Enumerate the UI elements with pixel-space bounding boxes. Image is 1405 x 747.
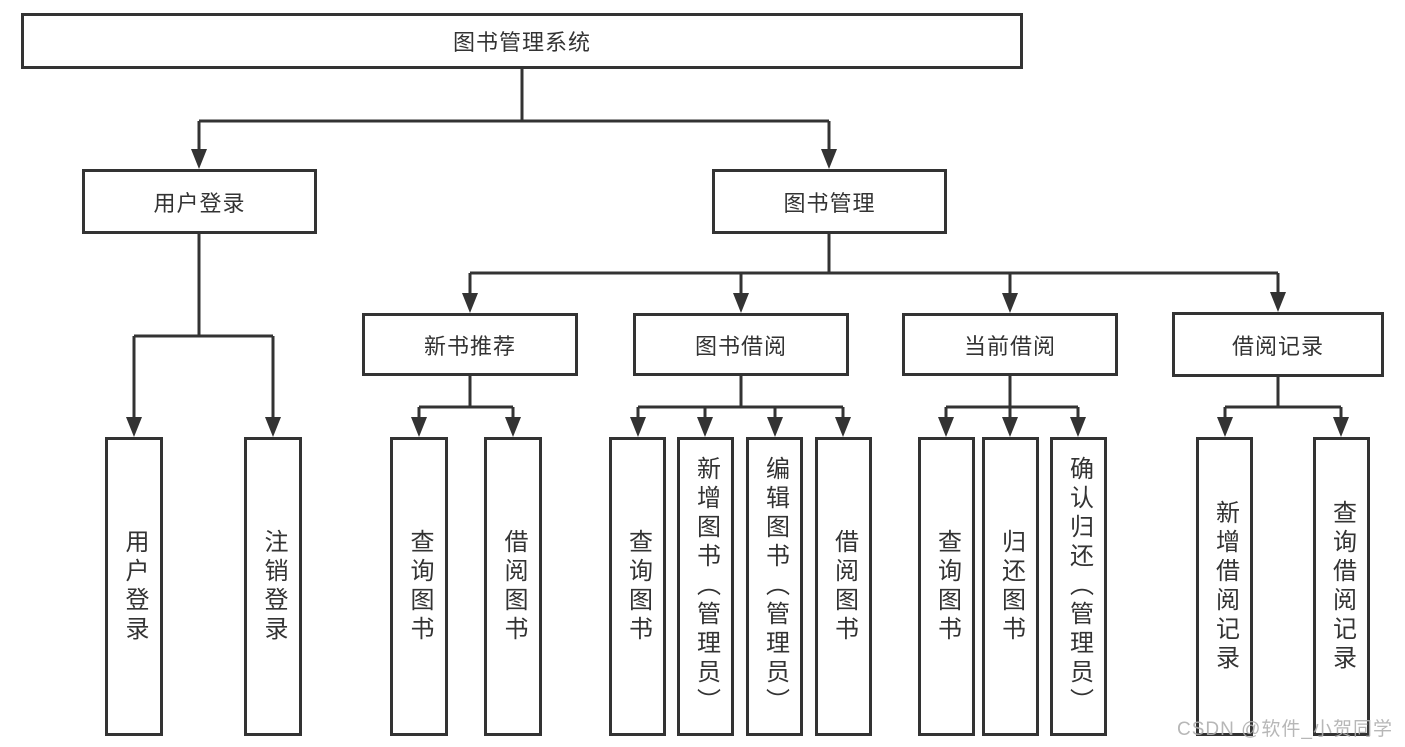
leaf-label: 编辑图书（管理员） xyxy=(761,456,789,717)
leaf-confirm-return-admin: 确认归还（管理员） xyxy=(1050,437,1107,736)
node-book-borrowing: 图书借阅 xyxy=(633,313,849,376)
leaf-user-login: 用户登录 xyxy=(105,437,163,736)
node-new-book-recommend: 新书推荐 xyxy=(362,313,578,376)
node-user-login: 用户登录 xyxy=(82,169,317,234)
leaf-query-books-current: 查询图书 xyxy=(918,437,975,736)
node-label: 用户登录 xyxy=(153,190,246,216)
leaf-add-books-admin: 新增图书（管理员） xyxy=(677,437,734,736)
leaf-label: 注销登录 xyxy=(260,528,287,645)
node-label: 新书推荐 xyxy=(423,333,516,359)
leaf-label: 归还图书 xyxy=(997,528,1025,645)
node-book-management: 图书管理 xyxy=(712,169,947,234)
leaf-label: 查询借阅记录 xyxy=(1328,499,1356,674)
leaf-label: 查询图书 xyxy=(406,528,433,645)
leaf-return-books: 归还图书 xyxy=(982,437,1039,736)
leaf-borrow-books: 借阅图书 xyxy=(815,437,872,736)
leaf-label: 确认归还（管理员） xyxy=(1065,456,1093,717)
leaf-query-borrow-record: 查询借阅记录 xyxy=(1313,437,1370,736)
node-label: 图书管理 xyxy=(783,190,876,216)
node-library-management-system: 图书管理系统 xyxy=(21,13,1023,69)
leaf-label: 新增图书（管理员） xyxy=(692,456,720,717)
leaf-label: 借阅图书 xyxy=(500,528,527,645)
leaf-label: 用户登录 xyxy=(121,528,148,645)
leaf-label: 新增借阅记录 xyxy=(1211,499,1239,674)
leaf-query-books-recommend: 查询图书 xyxy=(390,437,448,736)
leaf-add-borrow-record: 新增借阅记录 xyxy=(1196,437,1253,736)
node-current-borrowing: 当前借阅 xyxy=(902,313,1118,376)
node-label: 图书借阅 xyxy=(694,333,787,359)
csdn-watermark: CSDN @软件_小贺同学 xyxy=(1177,719,1393,740)
leaf-logout: 注销登录 xyxy=(244,437,302,736)
leaf-label: 查询图书 xyxy=(624,528,652,645)
leaf-label: 借阅图书 xyxy=(830,528,858,645)
leaf-borrow-books-recommend: 借阅图书 xyxy=(484,437,542,736)
arrowheads xyxy=(126,149,1349,437)
node-label: 借阅记录 xyxy=(1231,333,1324,359)
leaf-edit-books-admin: 编辑图书（管理员） xyxy=(746,437,803,736)
node-label: 图书管理系统 xyxy=(452,30,591,55)
node-borrow-records: 借阅记录 xyxy=(1172,312,1384,377)
leaf-label: 查询图书 xyxy=(933,528,961,645)
node-label: 当前借阅 xyxy=(963,333,1056,359)
leaf-query-books-borrowing: 查询图书 xyxy=(609,437,666,736)
